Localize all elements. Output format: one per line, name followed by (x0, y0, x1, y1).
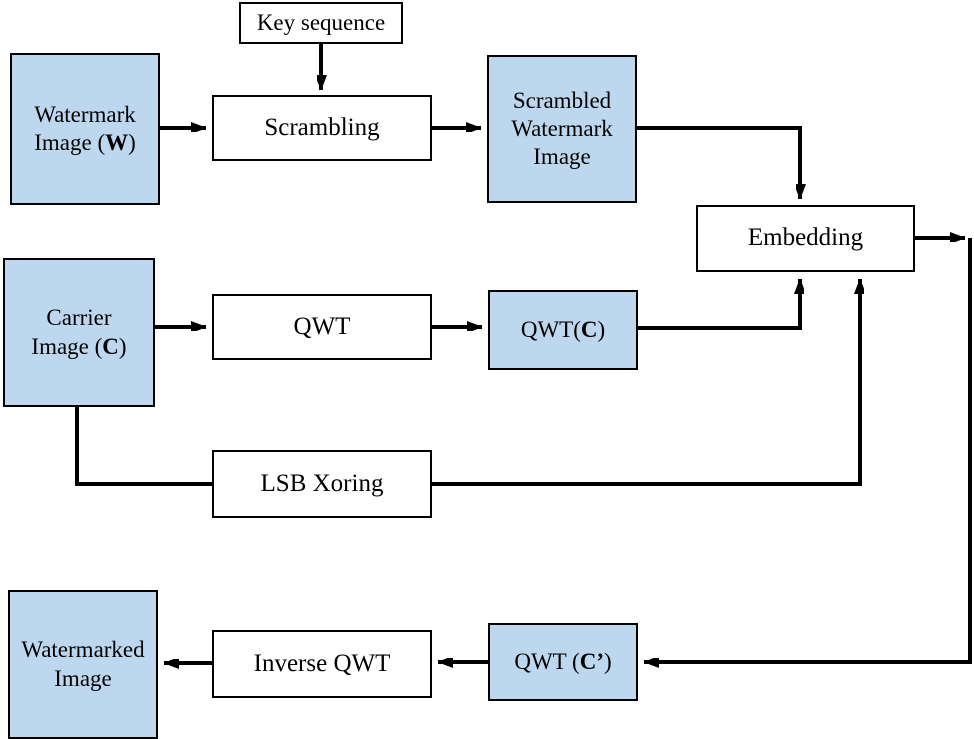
edge-qwtc-to-embedding (638, 279, 800, 330)
node-qwt_c_prime[interactable]: QWT (C’) (488, 623, 638, 701)
node-embedding[interactable]: Embedding (696, 205, 915, 272)
node-label-inverse_qwt: Inverse QWT (253, 649, 391, 677)
node-key_sequence[interactable]: Key sequence (239, 2, 403, 44)
edge-scrambled-to-embedding (637, 126, 800, 199)
node-lsb_xoring[interactable]: LSB Xoring (212, 450, 432, 518)
node-label-qwt_c: QWT(C) (520, 316, 606, 342)
node-label-qwt_c_prime: QWT (C’) (514, 648, 612, 674)
node-qwt[interactable]: QWT (212, 294, 432, 360)
edge-carrier-to-lsb (75, 407, 212, 486)
node-scrambling[interactable]: Scrambling (212, 95, 432, 161)
node-label-embedding: Embedding (747, 224, 864, 252)
node-label-scrambling: Scrambling (264, 113, 380, 141)
node-label-key_sequence: Key sequence (256, 9, 386, 35)
edge-right-bus-to-qwtcprime (644, 238, 972, 662)
node-qwt_c[interactable]: QWT(C) (488, 290, 638, 370)
node-label-qwt: QWT (293, 312, 351, 340)
node-inverse_qwt[interactable]: Inverse QWT (212, 630, 432, 698)
node-label-lsb_xoring: LSB Xoring (260, 469, 384, 497)
